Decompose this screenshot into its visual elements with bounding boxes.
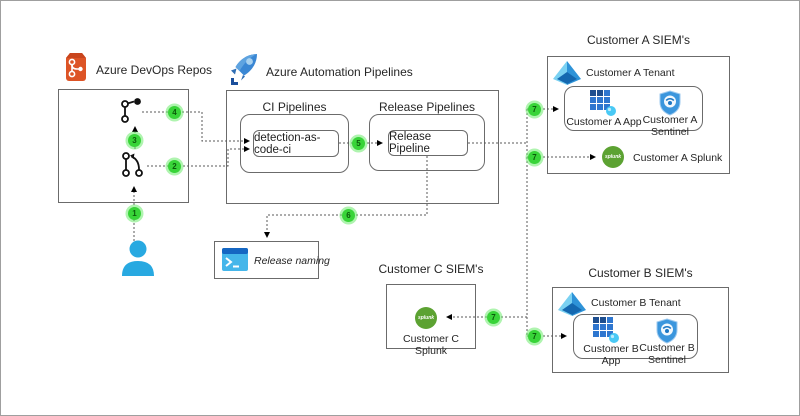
splunk-logo-text: splunk [417, 315, 435, 321]
repos-box [58, 89, 189, 203]
release-job-box: Release Pipeline [388, 130, 468, 156]
ci-job-box: detection-as-code-ci [253, 130, 339, 157]
tenant-icon-a [553, 61, 581, 85]
sentinel-icon-a [659, 90, 681, 116]
ci-job-label: detection-as-code-ci [254, 131, 321, 156]
ci-pipelines-label: CI Pipelines [262, 100, 327, 114]
customer-a-title: Customer A SIEM's [587, 33, 690, 47]
person-icon [122, 240, 154, 276]
step-badge-6: 6 [342, 209, 355, 222]
terminal-icon [222, 248, 248, 271]
release-naming-label: Release naming [254, 255, 330, 267]
customer-b-tenant-label: Customer B Tenant [591, 297, 681, 309]
sentinel-icon-b [656, 318, 678, 344]
step-badge-7-c-splunk: 7 [487, 311, 500, 324]
release-pipelines-label: Release Pipelines [378, 100, 476, 114]
step-badge-7-b-app: 7 [528, 330, 541, 343]
azure-devops-repos-icon [66, 53, 86, 81]
step-badge-1: 1 [128, 207, 141, 220]
step-badge-2: 2 [168, 160, 181, 173]
app-grid-icon-a [590, 90, 616, 116]
splunk-icon-a: splunk [602, 146, 624, 168]
customer-c-title: Customer C SIEM's [378, 262, 484, 276]
customer-c-splunk-label: Customer C Splunk [402, 333, 459, 357]
azure-automation-pipelines-label: Azure Automation Pipelines [266, 65, 413, 79]
customer-a-app-label: Customer A App [566, 116, 642, 128]
customer-b-sentinel-label: Customer B Sentinel [639, 342, 695, 366]
azure-pipelines-rocket-icon [231, 54, 257, 85]
azure-devops-repos-label: Azure DevOps Repos [96, 63, 213, 77]
step-badge-5: 5 [352, 137, 365, 150]
splunk-logo-text: splunk [604, 154, 622, 160]
customer-a-tenant-label: Customer A Tenant [586, 67, 675, 79]
step-badge-7-a-splunk: 7 [528, 151, 541, 164]
splunk-icon-c: splunk [415, 307, 437, 329]
git-pull-request-icon [122, 152, 143, 177]
git-branch-icon [121, 98, 141, 123]
release-job-label: Release Pipeline [389, 131, 432, 155]
customer-b-app-label: Customer B App [583, 343, 639, 367]
step-badge-4: 4 [168, 106, 181, 119]
tenant-icon-b [558, 292, 586, 316]
customer-b-title: Customer B SIEM's [588, 266, 693, 280]
customer-a-splunk-label: Customer A Splunk [633, 152, 723, 164]
app-grid-icon-b [593, 317, 619, 343]
step-badge-3: 3 [128, 134, 141, 147]
customer-a-sentinel-label: Customer A Sentinel [642, 114, 698, 138]
step-badge-7-a-app: 7 [528, 103, 541, 116]
